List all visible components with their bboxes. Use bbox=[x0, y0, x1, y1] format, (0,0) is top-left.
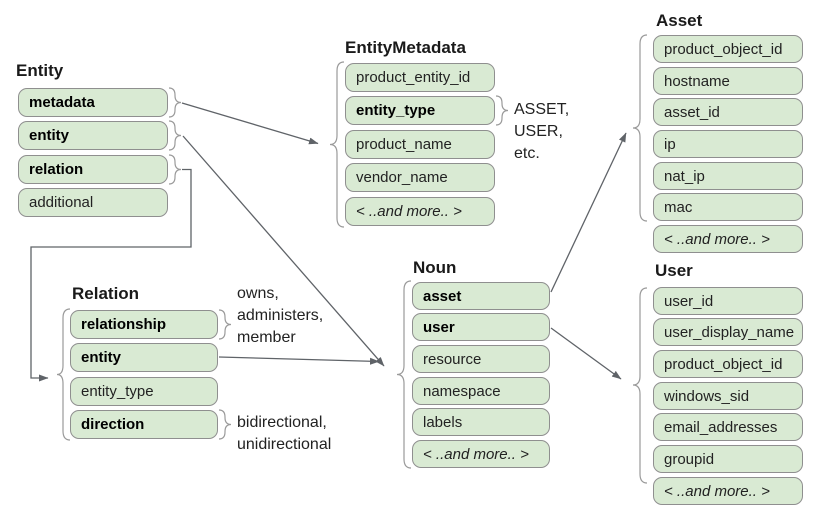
field-asset-mac: mac bbox=[653, 193, 803, 221]
table-title-entity: Entity bbox=[16, 61, 64, 80]
field-relation-entity-type: entity_type bbox=[70, 377, 218, 406]
brace-noun-left bbox=[396, 280, 412, 469]
field-em-and-more: < ..and more.. > bbox=[345, 197, 495, 226]
field-asset-ip: ip bbox=[653, 130, 803, 158]
connector-noun-user-to-user bbox=[550, 327, 622, 380]
connector-metadata-to-entitymetadata bbox=[181, 102, 319, 145]
table-title-user: User bbox=[655, 261, 693, 280]
field-noun-asset: asset bbox=[412, 282, 550, 310]
annotation-entity-type-values: ASSET, USER, etc. bbox=[514, 101, 570, 162]
brace-user-left bbox=[632, 287, 648, 484]
field-asset-nat-ip: nat_ip bbox=[653, 162, 803, 190]
field-entity-additional: additional bbox=[18, 188, 168, 217]
table-title-asset: Asset bbox=[656, 11, 703, 30]
field-relation-relationship: relationship bbox=[70, 310, 218, 339]
brace-entitymetadata-left bbox=[329, 61, 345, 228]
field-user-user-id: user_id bbox=[653, 287, 803, 315]
field-em-vendor-name: vendor_name bbox=[345, 163, 495, 192]
field-user-and-more: < ..and more.. > bbox=[653, 477, 803, 505]
field-noun-user: user bbox=[412, 313, 550, 341]
field-relation-direction: direction bbox=[70, 410, 218, 439]
field-user-user-display-name: user_display_name bbox=[653, 318, 803, 346]
field-em-product-entity-id: product_entity_id bbox=[345, 63, 495, 92]
table-title-noun: Noun bbox=[413, 258, 457, 277]
field-entity-metadata: metadata bbox=[18, 88, 168, 117]
field-noun-namespace: namespace bbox=[412, 377, 550, 405]
annotation-relationship-values: owns, administers, member bbox=[237, 285, 324, 346]
connector-relation-entity-to-noun bbox=[218, 356, 380, 365]
field-user-windows-sid: windows_sid bbox=[653, 382, 803, 410]
field-entity-entity: entity bbox=[18, 121, 168, 150]
field-asset-asset-id: asset_id bbox=[653, 98, 803, 126]
field-user-groupid: groupid bbox=[653, 445, 803, 473]
field-em-product-name: product_name bbox=[345, 130, 495, 159]
field-noun-labels: labels bbox=[412, 408, 550, 436]
field-user-email-addresses: email_addresses bbox=[653, 413, 803, 441]
brace-direction bbox=[218, 409, 232, 440]
field-noun-resource: resource bbox=[412, 345, 550, 373]
brace-relation-left bbox=[56, 308, 71, 441]
brace-entity-metadata bbox=[168, 87, 182, 118]
field-noun-and-more: < ..and more.. > bbox=[412, 440, 550, 468]
field-asset-hostname: hostname bbox=[653, 67, 803, 95]
connector-entity-to-noun bbox=[182, 135, 385, 367]
field-em-entity-type: entity_type bbox=[345, 96, 495, 125]
brace-asset-left bbox=[632, 34, 648, 222]
field-asset-and-more: < ..and more.. > bbox=[653, 225, 803, 253]
field-user-product-object-id: product_object_id bbox=[653, 350, 803, 378]
annotation-direction-values: bidirectional, unidirectional bbox=[237, 414, 332, 453]
connector-noun-asset-to-asset bbox=[550, 132, 627, 293]
brace-entity-entity bbox=[168, 120, 182, 151]
table-title-entitymetadata: EntityMetadata bbox=[345, 38, 466, 57]
brace-entity-type bbox=[495, 95, 509, 126]
field-asset-product-object-id: product_object_id bbox=[653, 35, 803, 63]
table-title-relation: Relation bbox=[72, 284, 140, 303]
field-relation-entity: entity bbox=[70, 343, 218, 372]
brace-entity-relation bbox=[168, 154, 182, 185]
field-entity-relation: relation bbox=[18, 155, 168, 184]
brace-relationship bbox=[218, 309, 232, 340]
connector-relation-to-relation-table bbox=[30, 168, 192, 382]
